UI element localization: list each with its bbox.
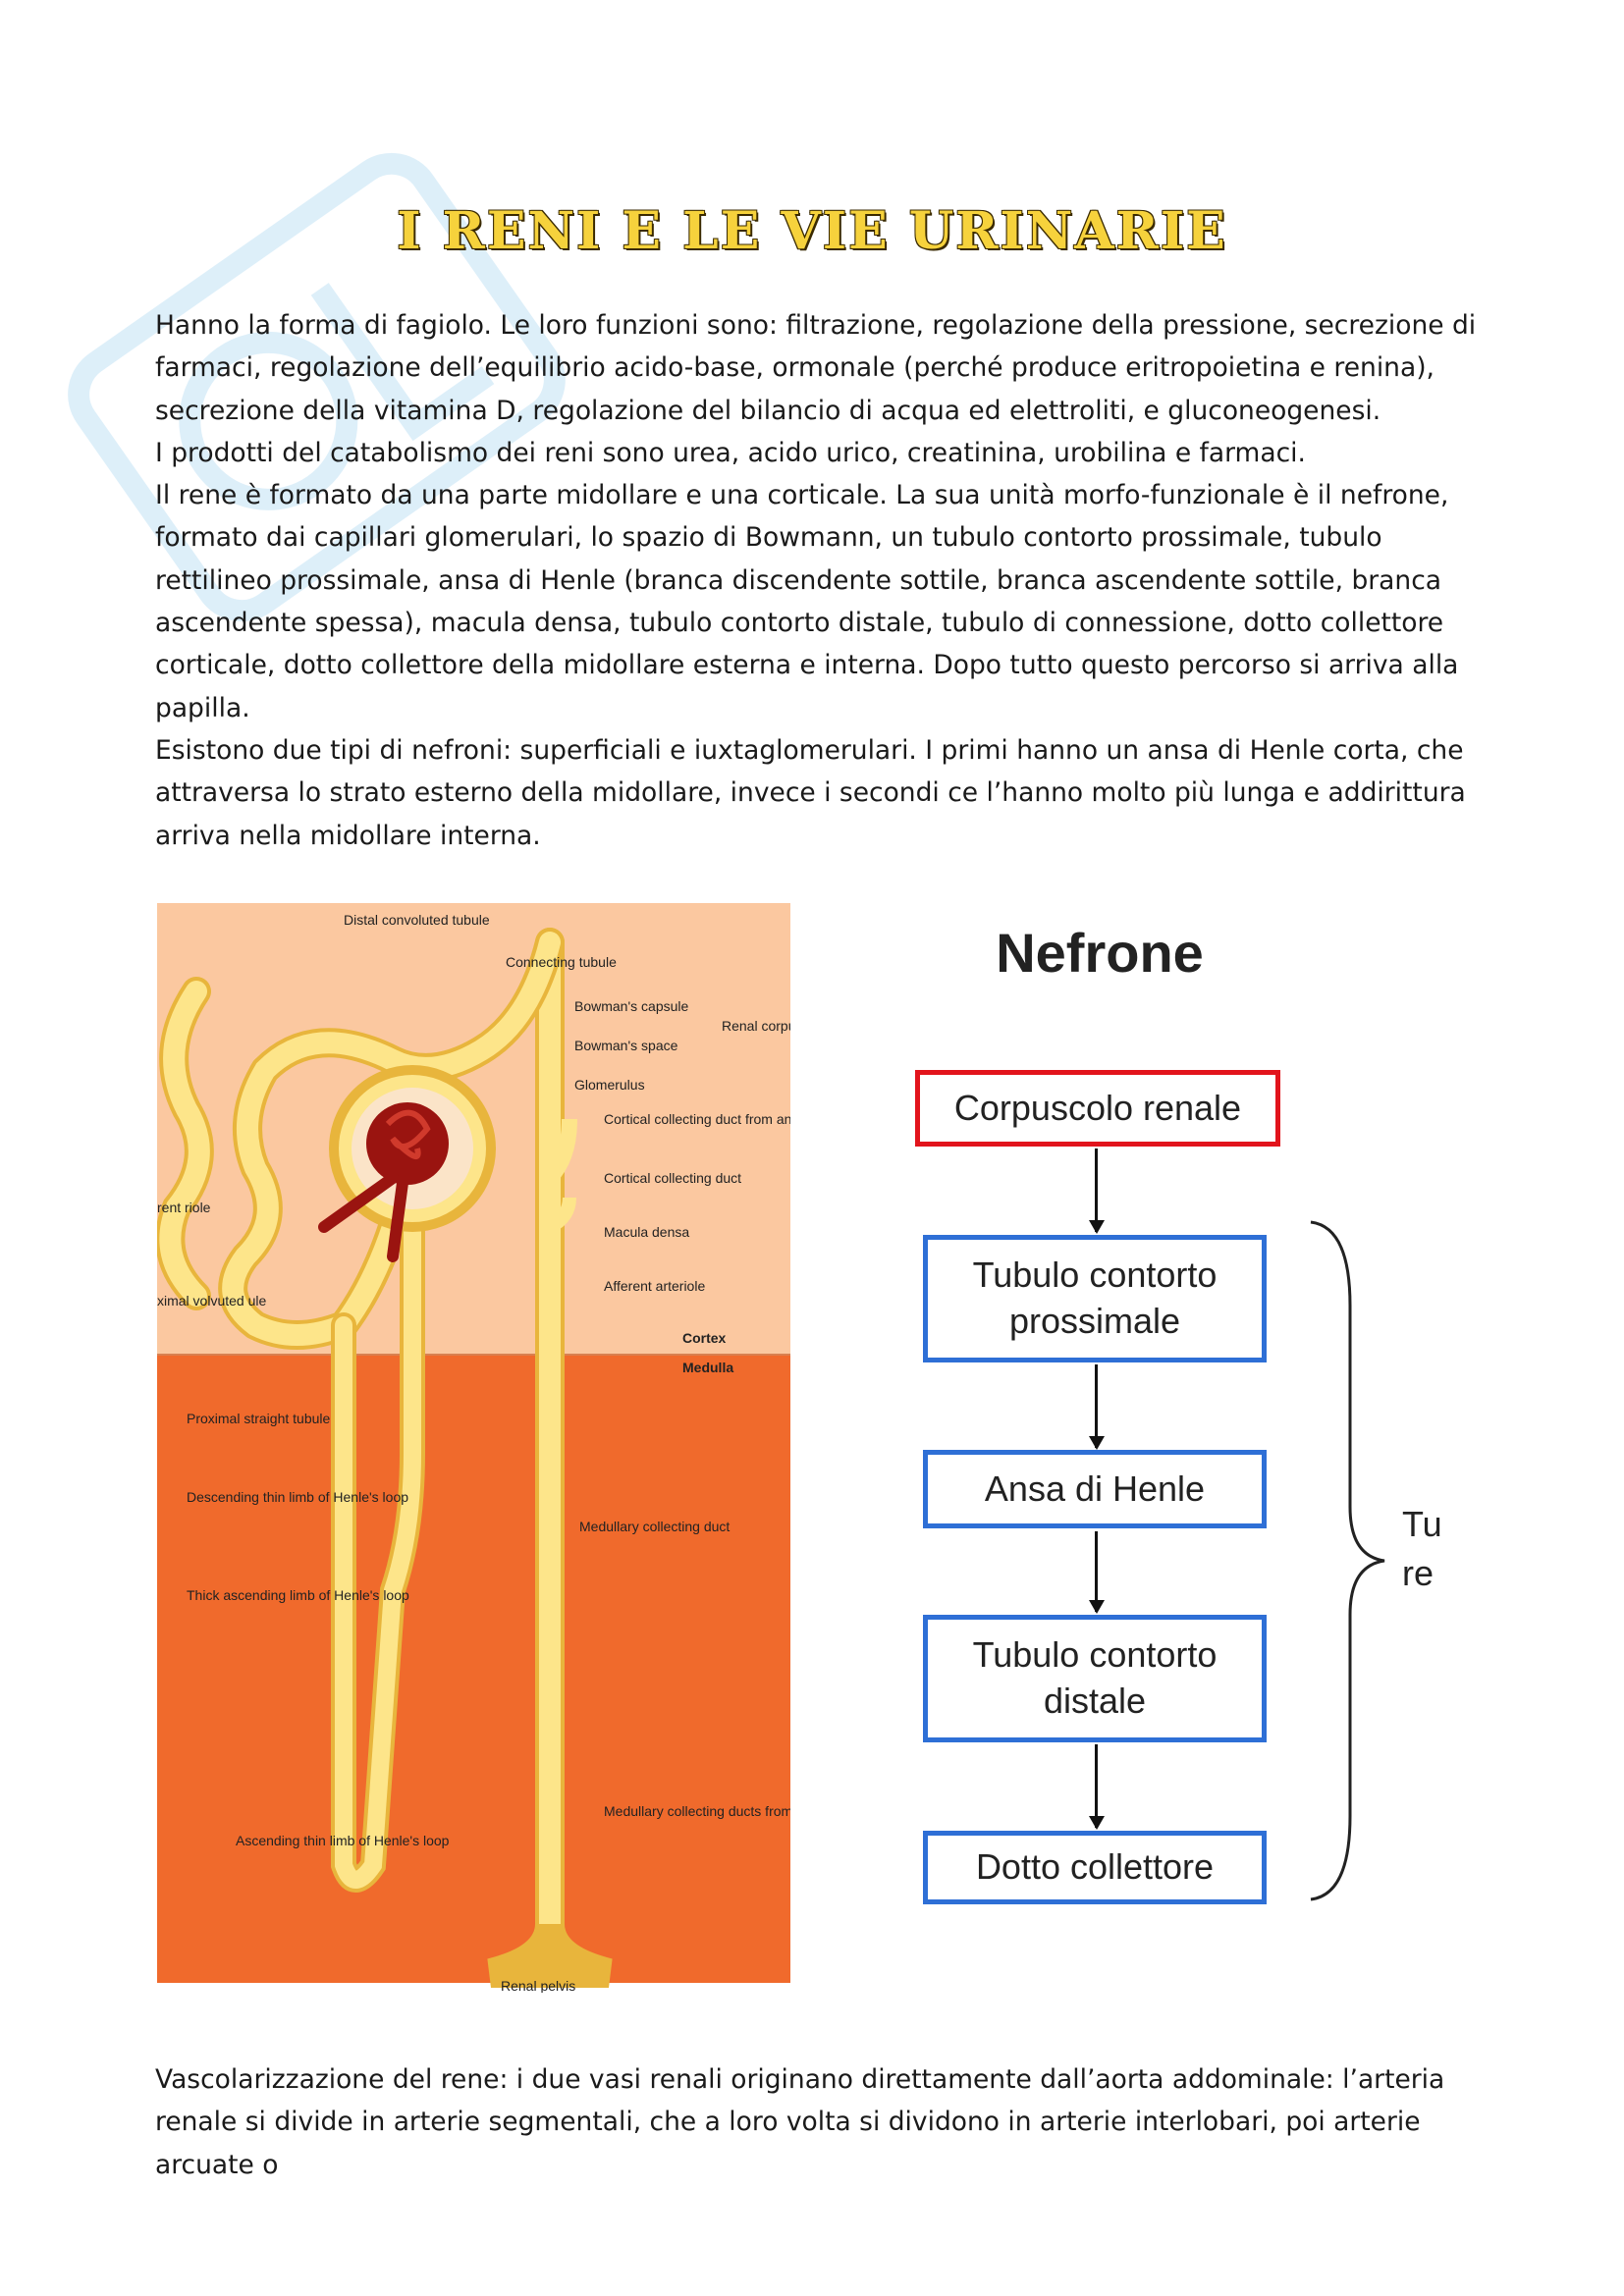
flow-step-3: Ansa di Henle [923,1450,1267,1528]
paragraph: Il rene è formato da una parte midollare… [155,480,1459,723]
flow-step-1: Corpuscolo renale [915,1070,1280,1147]
intro-text: Hanno la forma di fagiolo. Le loro funzi… [155,304,1490,857]
label-medullary-collecting: Medullary collecting duct [579,1519,730,1534]
brace-label-1: Tu [1402,1504,1442,1544]
flow-arrow [1089,1364,1105,1450]
label-prox-straight: Proximal straight tubule [187,1411,331,1426]
label-distal: Distal convoluted tubule [344,912,490,928]
page-title: I RENI E LE VIE URINARIE [397,201,1227,261]
label-asc-thin: Ascending thin limb of Henle's loop [236,1833,450,1848]
label-bowman-space: Bowman's space [574,1038,678,1053]
bottom-text: Vascolarizzazione del rene: i due vasi r… [155,2058,1490,2186]
label-efferent: rent riole [157,1200,211,1215]
flow-arrow [1089,1148,1105,1234]
label-bowman-capsule: Bowman's capsule [574,998,689,1014]
label-thick-asc: Thick ascending limb of Henle's loop [187,1587,409,1603]
flow-step-4: Tubulo contorto distale [923,1615,1267,1742]
label-connecting: Connecting tubule [506,954,617,970]
label-glomerulus: Glomerulus [574,1077,645,1093]
label-pelvis: Renal pelvis [501,1978,575,1993]
label-medullary-other: Medullary collecting ducts from other ne… [604,1803,790,1819]
flow-step-5: Dotto collettore [923,1831,1267,1904]
label-proximal: ximal volvuted ule [157,1293,266,1308]
flow-arrow [1089,1531,1105,1614]
label-afferent: Afferent arteriole [604,1278,705,1294]
label-medulla: Medulla [682,1360,733,1375]
nephron-illustration: Distal convoluted tubule Connecting tubu… [157,903,790,1993]
flow-arrow [1089,1744,1105,1830]
brace-label-2: re [1402,1553,1435,1593]
nephron-flowchart: Nefrone Corpuscolo renale Tubulo contort… [903,903,1453,1904]
paragraph: Esistono due tipi di nefroni: superficia… [155,734,1466,851]
paragraph: I prodotti del catabolismo dei reni sono… [155,437,1306,468]
paragraph: Vascolarizzazione del rene: i due vasi r… [155,2064,1445,2180]
medulla-region [157,1355,790,1983]
flowchart-title: Nefrone [996,922,1204,984]
label-desc-thin: Descending thin limb of Henle's loop [187,1489,408,1505]
collecting-duct [487,928,613,1988]
brace [1310,1220,1385,1901]
label-renal-corpuscle: Renal corpuscle [722,1018,790,1034]
flow-step-2: Tubulo contorto prossimale [923,1235,1267,1362]
label-cortical-other: Cortical collecting duct from another tu… [604,1111,790,1127]
label-cortex: Cortex [682,1330,727,1346]
paragraph: Hanno la forma di fagiolo. Le loro funzi… [155,310,1477,426]
label-macula: Macula densa [604,1224,689,1240]
label-cortical-collecting: Cortical collecting duct [604,1170,741,1186]
